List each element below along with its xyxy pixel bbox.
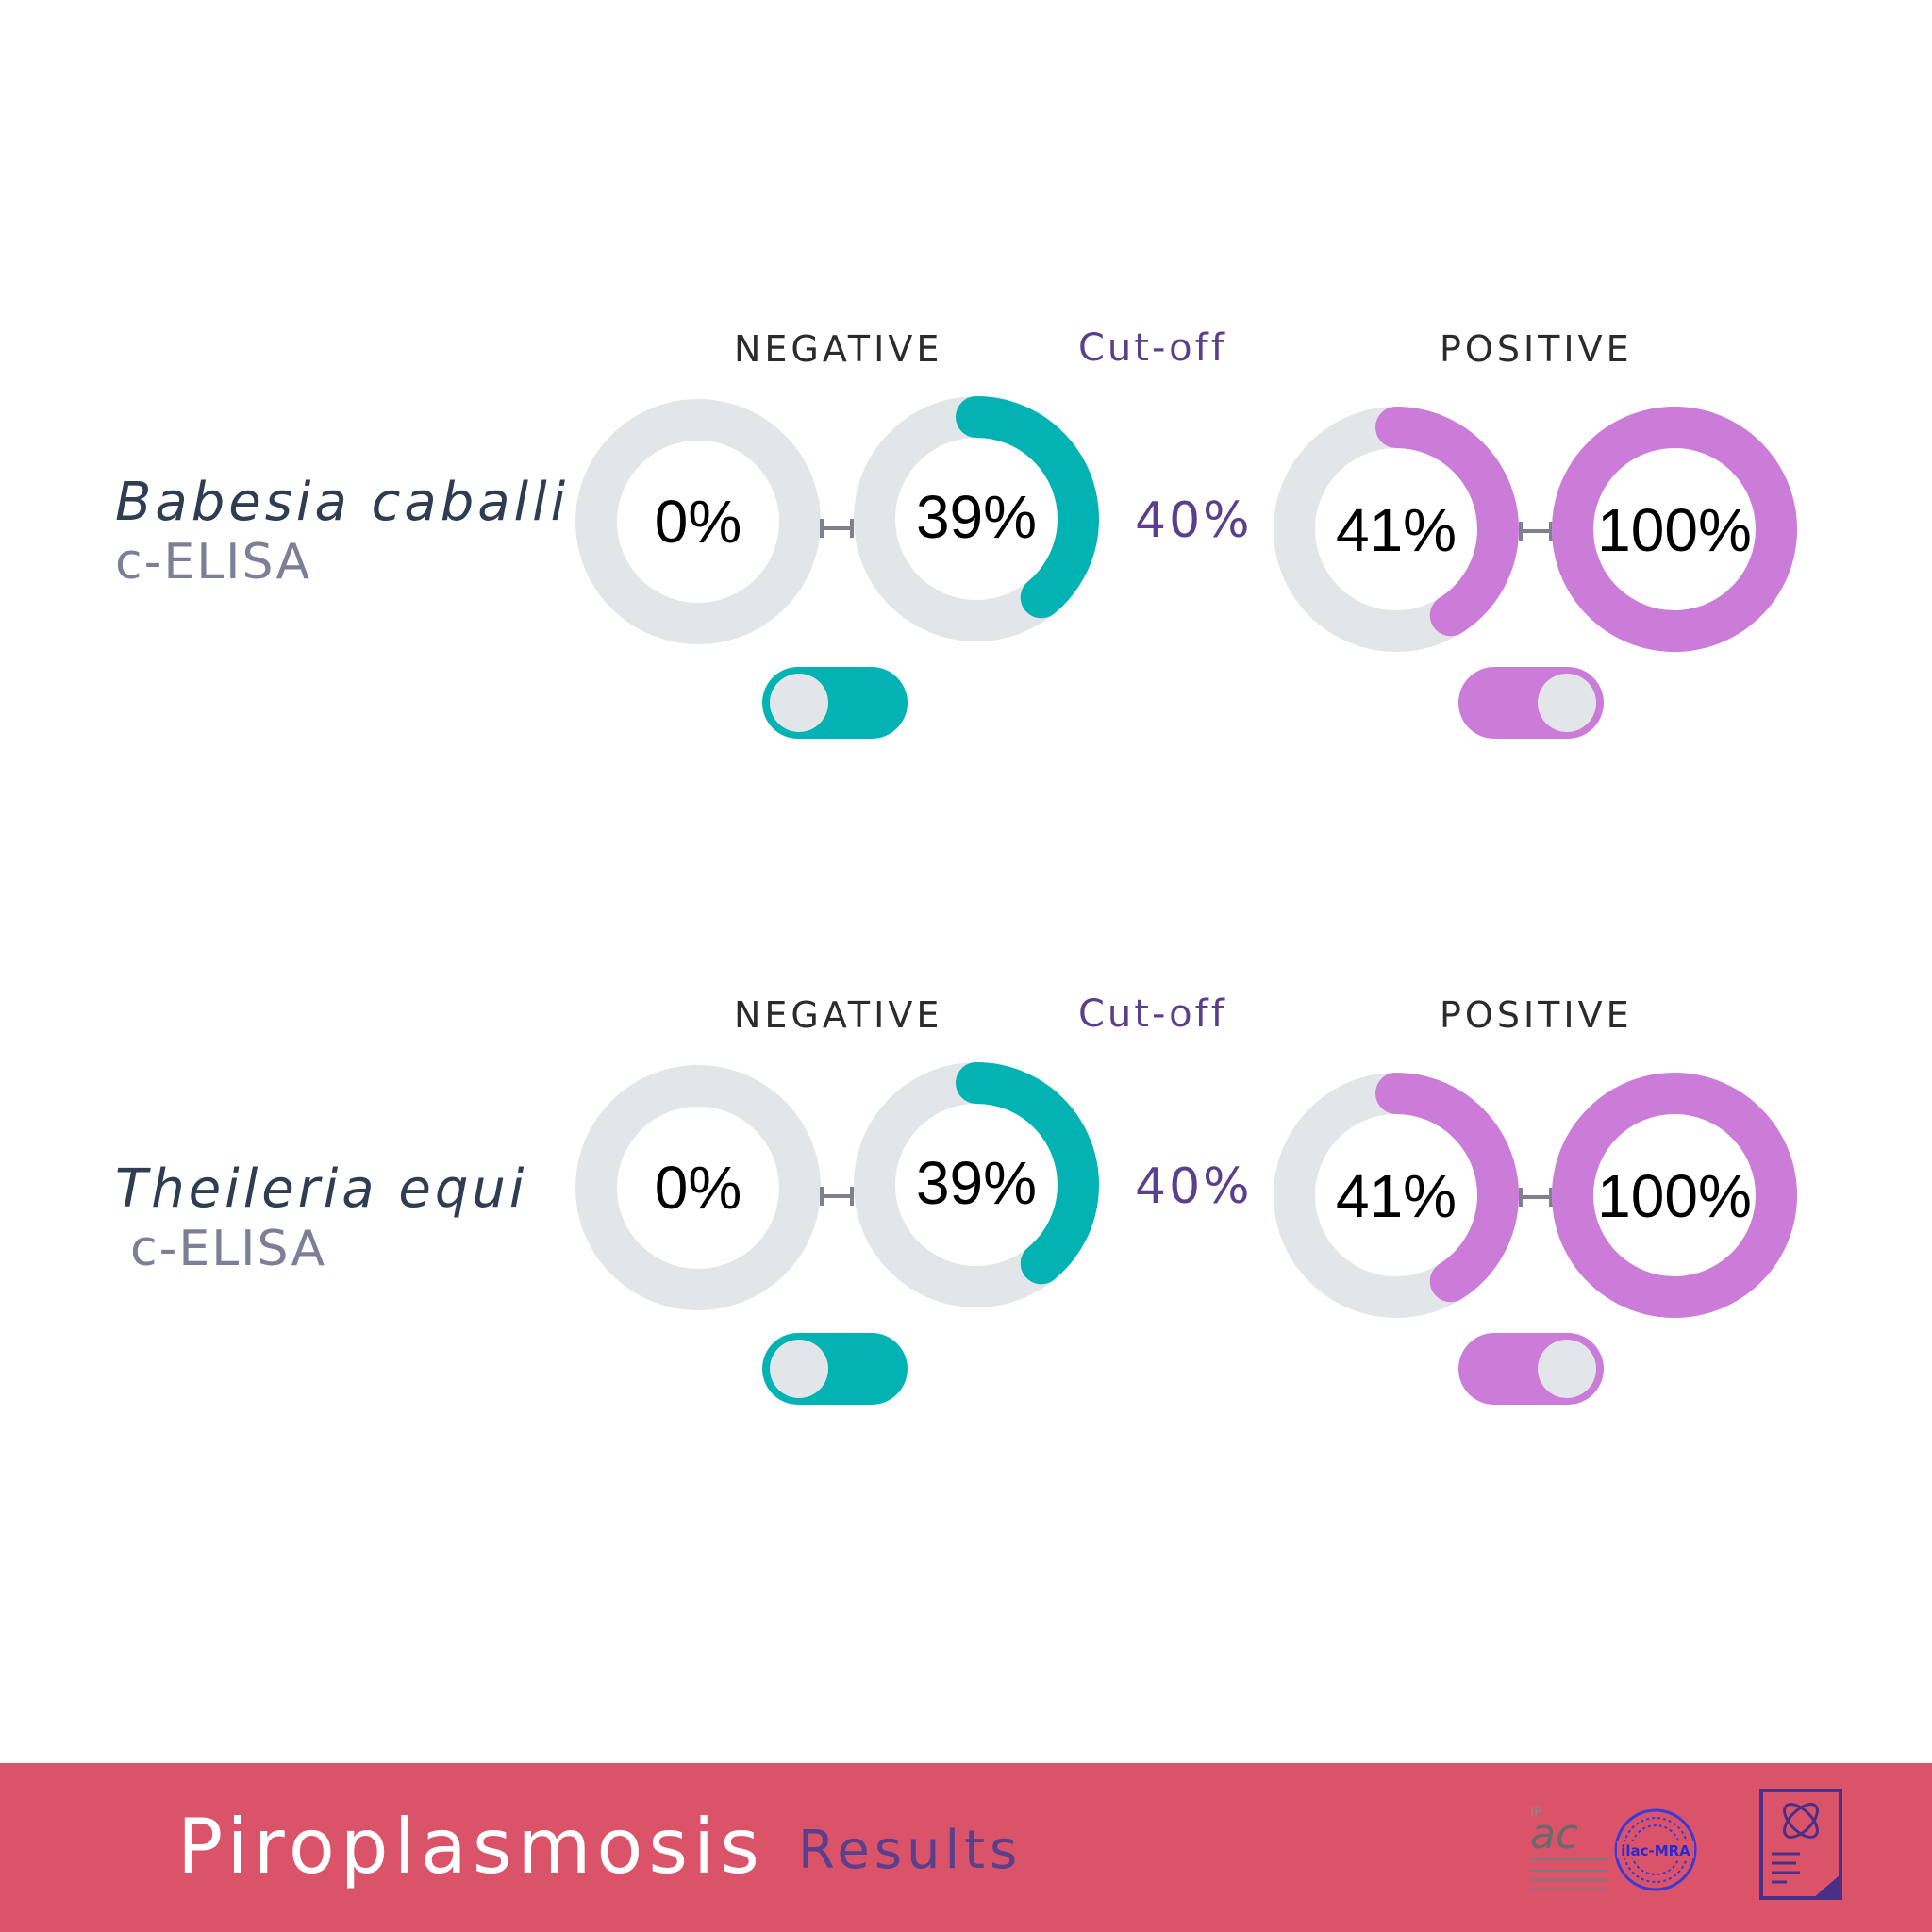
- ring-3: [1552, 1073, 1797, 1318]
- negative-label: NEGATIVE: [734, 328, 943, 370]
- ring-progress: [1552, 1073, 1797, 1318]
- range-connector: [1519, 1188, 1553, 1207]
- toggle-knob: [1538, 674, 1596, 732]
- ring-progress: [854, 1062, 1099, 1307]
- positive-toggle[interactable]: [1458, 667, 1604, 739]
- assay-row-babesia: Babesia caballi c-ELISA NEGATIVE Cut-off…: [0, 311, 1932, 802]
- svg-text:ac: ac: [1530, 1810, 1578, 1858]
- range-connector: [820, 1187, 854, 1206]
- ring-2: [1274, 407, 1519, 652]
- species-name: Babesia caballi: [115, 472, 570, 533]
- svg-text:IP: IP: [1530, 1805, 1542, 1820]
- positive-toggle[interactable]: [1458, 1333, 1604, 1405]
- ring-progress: [1274, 1073, 1519, 1318]
- toggle-knob: [770, 1340, 828, 1398]
- toggle-knob: [1538, 1340, 1596, 1398]
- toggle-knob: [770, 674, 828, 732]
- ring-value: 39%: [915, 1149, 1038, 1217]
- ring-progress: [1274, 407, 1519, 652]
- negative-toggle[interactable]: [762, 1333, 908, 1405]
- ring-track: [575, 1065, 821, 1310]
- ring-value: 0%: [654, 1154, 742, 1222]
- positive-label: POSITIVE: [1440, 994, 1633, 1036]
- ring-3: [1552, 407, 1797, 652]
- method-name: c-ELISA: [115, 534, 312, 591]
- cutoff-value: 40%: [1135, 1158, 1253, 1215]
- ring-value: 41%: [1335, 1162, 1457, 1230]
- ring-track: [575, 399, 821, 644]
- ring-progress: [854, 396, 1099, 641]
- method-name: c-ELISA: [130, 1221, 327, 1277]
- ring-2: [1274, 1073, 1519, 1318]
- ipac-accreditation-logo: ac IP: [1530, 1805, 1607, 1890]
- ring-value: 100%: [1597, 496, 1752, 564]
- ring-value: 0%: [654, 488, 742, 556]
- species-name: Theileria equi: [115, 1158, 528, 1220]
- ring-value: 100%: [1597, 1162, 1752, 1230]
- negative-toggle[interactable]: [762, 667, 908, 739]
- ring-value: 41%: [1335, 496, 1457, 564]
- ring-1: [854, 396, 1099, 641]
- footer-title: Piroplasmosis: [177, 1803, 765, 1890]
- range-connector: [820, 519, 854, 538]
- assay-row-theileria: Theileria equi c-ELISA NEGATIVE Cut-off …: [0, 977, 1932, 1468]
- svg-text:ilac-MRA: ilac-MRA: [1621, 1842, 1690, 1859]
- footer-bar: Piroplasmosis Results ac IP ilac-MRA: [0, 1763, 1932, 1932]
- ring-1: [854, 1062, 1099, 1307]
- negative-label: NEGATIVE: [734, 994, 943, 1036]
- ring-value: 39%: [915, 483, 1038, 551]
- cutoff-label: Cut-off: [1078, 326, 1227, 370]
- footer-subtitle: Results: [798, 1820, 1023, 1881]
- ring-progress: [1552, 407, 1797, 652]
- ilac-mra-logo: ilac-MRA: [1614, 1808, 1697, 1891]
- range-connector: [1519, 522, 1553, 541]
- ring-0: [575, 399, 821, 644]
- cutoff-label: Cut-off: [1078, 992, 1227, 1036]
- report-document-icon[interactable]: [1758, 1788, 1843, 1901]
- positive-label: POSITIVE: [1440, 328, 1633, 370]
- ring-0: [575, 1065, 821, 1310]
- cutoff-value: 40%: [1135, 492, 1253, 549]
